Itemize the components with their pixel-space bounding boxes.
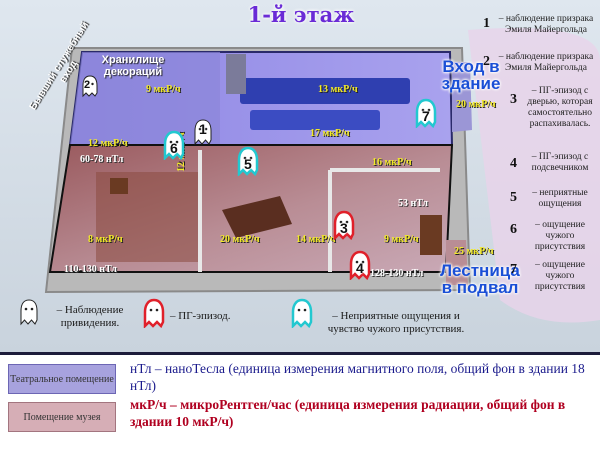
- table: [222, 196, 292, 238]
- marker-number: 2: [84, 79, 91, 91]
- chair: [110, 178, 128, 194]
- marker-number: 7: [422, 108, 430, 124]
- seat-block: [250, 110, 380, 130]
- dose-reading: 17 мкР/ч: [310, 128, 350, 139]
- ghost-red-icon: [143, 298, 165, 330]
- room-label-storage: Хранилище декораций: [101, 54, 165, 78]
- seat-block: [240, 78, 410, 104]
- ghost-marker: 3: [332, 210, 356, 245]
- observation-number: 5: [510, 190, 517, 205]
- room-label-stairs: Лестница в подвал: [440, 261, 520, 297]
- observation-number: 7: [510, 262, 517, 277]
- dose-reading: 13 мкР/ч: [318, 84, 358, 95]
- ghost-marker: 4: [348, 250, 372, 285]
- observation-text: – ПГ-эпизод с дверью, которая самостояте…: [527, 86, 593, 129]
- observation-text: – ощущение чужого присутствия: [534, 260, 586, 292]
- stage-block: [226, 54, 246, 94]
- ghost-cyan-icon: [291, 298, 313, 330]
- legend-apparition: [18, 298, 40, 331]
- legend-apparition-label: – Наблюдение привидения.: [56, 304, 124, 329]
- dose-note: мкР/ч – микроРентген/час (единица измере…: [130, 397, 566, 429]
- page-title: 1-й этаж: [247, 2, 355, 27]
- entrance-extension: [452, 62, 472, 132]
- ghost-cyan-icon: [163, 130, 185, 162]
- stairs-extension: [446, 240, 468, 285]
- ghost-red-icon: [349, 250, 371, 282]
- marker-number: 1: [199, 121, 207, 137]
- legend-unpleasant-label: – Неприятные ощущения и чувство чужого п…: [327, 310, 465, 335]
- observation-text: – наблюдение призрака Эмиля Майергольда: [498, 52, 594, 73]
- ghost-marker: 2: [80, 74, 100, 103]
- legend-poltergeist-label: – ПГ-эпизод.: [170, 310, 231, 322]
- dose-reading: 20 мкР/ч: [220, 234, 260, 245]
- legend-poltergeist: [142, 298, 166, 333]
- dose-reading: 20 мкР/ч: [456, 99, 496, 110]
- swatch-museum-label: Помещение музея: [23, 411, 101, 423]
- ghost-red-icon: [333, 210, 355, 242]
- dose-reading: 9 мкР/ч: [146, 84, 181, 95]
- ghost-marker: 6: [162, 130, 186, 165]
- observation-text: – наблюдение призрака Эмиля Майергольда: [498, 14, 594, 35]
- ghost-marker: 7: [414, 98, 438, 133]
- magnetic-reading: 60-78 нТл: [80, 154, 124, 165]
- ghost-white-icon: [20, 299, 38, 326]
- ntl-note: нТл – наноТесла (единица измерения магни…: [130, 361, 585, 393]
- swatch-theater-label: Театральное помещение: [10, 373, 114, 385]
- dose-reading: 16 мкР/ч: [372, 157, 412, 168]
- dose-reading: 12 мкР/ч: [88, 138, 128, 149]
- marker-number: 3: [340, 220, 348, 236]
- observation-number: 4: [510, 156, 517, 171]
- marker-number: 4: [356, 260, 364, 276]
- legend-unpleasant: [290, 298, 314, 333]
- observation-number: 1: [483, 16, 490, 31]
- observation-number: 2: [483, 54, 490, 69]
- dose-reading: 25 мкР/ч: [454, 246, 494, 257]
- ghost-marker: 1: [192, 118, 214, 151]
- swatch-theater: Театральное помещение: [8, 364, 116, 394]
- magnetic-reading: 53 нТл: [398, 198, 429, 209]
- observation-text: – ПГ-эпизод с подсвечником: [531, 152, 589, 173]
- observation-text: – ощущение чужого присутствия: [534, 220, 586, 252]
- magnetic-reading: 110-130 нТл: [64, 264, 117, 275]
- dose-reading: 9 мкР/ч: [384, 234, 419, 245]
- observation-text: – неприятные ощущения: [532, 188, 588, 209]
- dose-reading: 14 мкР/ч: [296, 234, 336, 245]
- ghost-cyan-icon: [415, 98, 437, 130]
- observation-number: 6: [510, 222, 517, 237]
- cabinet: [420, 215, 442, 255]
- ghost-marker: 5: [236, 146, 260, 181]
- observation-number: 3: [510, 92, 517, 107]
- ghost-white-icon: [194, 119, 212, 146]
- marker-number: 5: [244, 156, 252, 172]
- dose-reading: 8 мкР/ч: [88, 234, 123, 245]
- storage-room: [70, 52, 220, 145]
- magnetic-reading: 128-130 нТл: [370, 268, 424, 279]
- sidebar-band: [468, 28, 600, 323]
- ghost-cyan-icon: [237, 146, 259, 178]
- swatch-museum: Помещение музея: [8, 402, 116, 432]
- ghost-white-icon: [82, 75, 98, 98]
- room-label-entrance: Вход в здание: [441, 57, 501, 93]
- marker-number: 6: [170, 140, 178, 156]
